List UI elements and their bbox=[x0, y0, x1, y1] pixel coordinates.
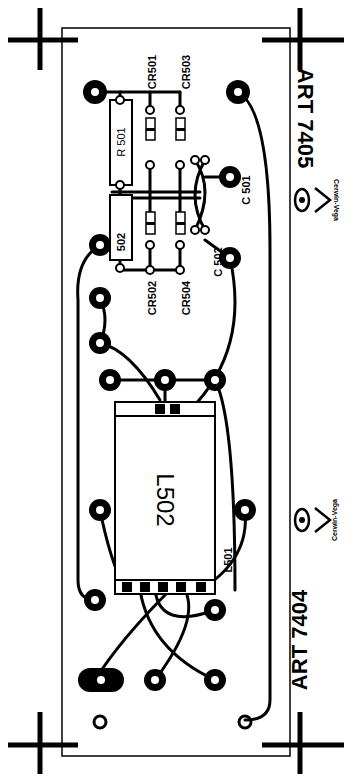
inductor-label: L501 bbox=[223, 547, 234, 572]
brand-name: Cerwin-Vega bbox=[333, 179, 340, 221]
diode-label: CR502 bbox=[147, 281, 158, 315]
diode-label: CR504 bbox=[181, 281, 192, 315]
board-number: ART 7404 bbox=[289, 590, 311, 690]
board-number: ART 7405 bbox=[294, 68, 316, 168]
resistor-label: 502 bbox=[116, 233, 127, 251]
inductor-label: L502 bbox=[153, 473, 177, 526]
resistor-label: R 501 bbox=[116, 127, 127, 156]
capacitor-label: C 502 bbox=[213, 247, 224, 276]
diode-label: CR501 bbox=[147, 55, 158, 89]
capacitor-label: C 501 bbox=[241, 175, 252, 204]
diode-label: CR503 bbox=[181, 55, 192, 89]
brand-name: Cerwin-Vega bbox=[331, 499, 338, 541]
